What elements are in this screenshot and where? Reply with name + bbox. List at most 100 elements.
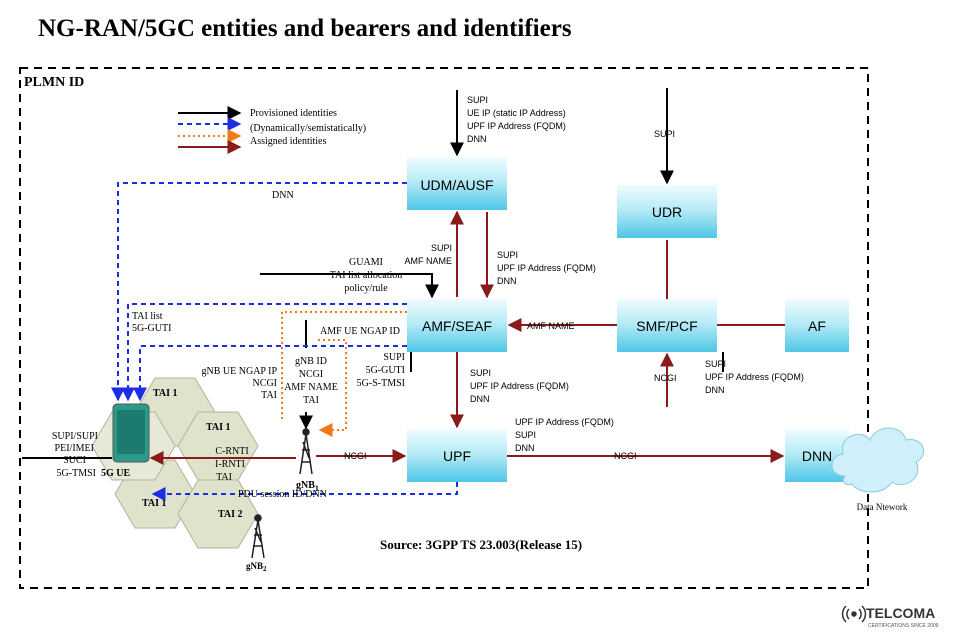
cell-label-tai2: TAI 2 (218, 509, 243, 520)
label-amf-ue-right-1: 5G-GUTI (366, 365, 405, 376)
amf-gnb-ngap-arrow (281, 311, 407, 420)
gnb1-tower-icon (299, 428, 313, 475)
label-ncgi-smf: NCGI (654, 373, 677, 383)
label-amf-udm-up-0: SUPI (431, 243, 452, 253)
ue-id-1: PEI/IMEI (55, 443, 94, 454)
label-gnb-id-3: TAI (303, 395, 319, 406)
label-amf-upf-1: UPF IP Address (FQDM) (470, 381, 569, 391)
label-gnb-id-0: gNB ID (295, 356, 327, 367)
label-udm-in-3: DNN (467, 134, 487, 144)
label-smf-upf: SUPI UPF IP Address (FQDM) DNN (705, 359, 804, 395)
legend-provisioned-label: Provisioned identities (250, 108, 337, 119)
label-smf-upf-0: SUPI (705, 359, 726, 369)
label-upf-dnn-top: UPF IP Address (FQDM) SUPI DNN (515, 417, 614, 453)
label-udr-in: SUPI (654, 129, 675, 139)
label-crnti-0: C-RNTI (215, 446, 248, 457)
label-udm-in-0: SUPI (467, 95, 488, 105)
label-amf-upf-2: DNN (470, 394, 490, 404)
legend-assigned-label: Assigned identities (250, 136, 326, 147)
node-udm-label: UDM/AUSF (420, 177, 493, 193)
label-amf-udm-up: SUPI AMF NAME (404, 243, 452, 266)
label-smf-upf-1: UPF IP Address (FQDM) (705, 372, 804, 382)
plmn-label: PLMN ID (24, 75, 84, 90)
label-udm-amf-down: SUPI UPF IP Address (FQDM) DNN (497, 250, 596, 286)
node-af-label: AF (808, 318, 826, 334)
ue-id-2: SUCI (63, 455, 86, 466)
amf-ue-ngap-arrow (318, 339, 347, 437)
label-udm-in-2: UPF IP Address (FQDM) (467, 121, 566, 131)
label-tai-list: TAI list 5G-GUTI (132, 311, 171, 334)
gnb2-label: gNB2 (246, 561, 267, 573)
label-upf-dnn-top-1: SUPI (515, 430, 536, 440)
label-amf-upf-0: SUPI (470, 368, 491, 378)
label-dnn-top: DNN (272, 190, 294, 201)
label-guami-2: policy/rule (344, 283, 388, 294)
node-af: AF (785, 299, 849, 352)
label-guami-0: GUAMI (349, 257, 383, 268)
label-pdu: PDU session ID/DNN (238, 489, 327, 500)
cell-tai2 (177, 479, 259, 549)
guami-arrow (260, 273, 439, 299)
label-gnb-ue-ngap: gNB UE NGAP IP NCGI TAI (202, 366, 278, 401)
label-crnti: C-RNTI I-RNTI TAI (215, 446, 249, 483)
cell-label-tai1-c: TAI 1 (142, 498, 167, 509)
legend-dynamic-label: (Dynamically/semistatically) (250, 123, 366, 134)
label-upf-dnn-top-2: DNN (515, 443, 535, 453)
label-udm-amf-down-1: UPF IP Address (FQDM) (497, 263, 596, 273)
tai-list-arrow (121, 303, 407, 402)
source-label: Source: 3GPP TS 23.003(Release 15) (380, 537, 582, 552)
label-ncgi-gnb-upf: NCGI (344, 451, 367, 461)
label-gnb-ue-ngap-2: TAI (261, 390, 277, 401)
ue-device (112, 403, 150, 463)
label-amf-upf: SUPI UPF IP Address (FQDM) DNN (470, 368, 569, 404)
gnb2-tower-icon (251, 514, 265, 559)
ue-identities: SUPI/SUPI PEI/IMEI SUCI 5G-TMSI (52, 431, 98, 479)
phone-screen (117, 410, 145, 454)
signal-icon (841, 605, 867, 623)
label-gnb-ue-ngap-1: NCGI (253, 378, 277, 389)
gnb1-label: gNB1 (296, 480, 319, 493)
node-smf: SMF/PCF (617, 299, 717, 352)
label-amf-ue-right-2: 5G-S-TMSI (357, 378, 405, 389)
label-ncgi-upf-dnn: NCGI (614, 451, 637, 461)
node-amf: AMF/SEAF (407, 299, 507, 352)
data-network-label: Data Ntework (857, 502, 908, 512)
dnn-to-ue-arrow (111, 182, 407, 402)
page-title: NG-RAN/5GC entities and bearers and iden… (38, 15, 572, 42)
cell-label-tai1-b: TAI 1 (206, 422, 231, 433)
label-smf-upf-2: DNN (705, 385, 725, 395)
label-guami: GUAMI TAI list allocation policy/rule (330, 257, 403, 294)
label-upf-dnn-top-0: UPF IP Address (FQDM) (515, 417, 614, 427)
ue-id-3: 5G-TMSI (57, 468, 96, 479)
node-udm: UDM/AUSF (407, 157, 507, 210)
label-amf-name: AMF NAME (527, 321, 575, 331)
ue-id-0: SUPI/SUPI (52, 431, 98, 442)
ue-label: 5G UE (101, 468, 131, 479)
label-crnti-2: TAI (216, 472, 232, 483)
data-network-cloud-icon (831, 427, 925, 493)
brand-tagline: CERTIFICATIONS SINCE 2009 (868, 623, 939, 629)
label-amf-udm-up-1: AMF NAME (404, 256, 452, 266)
label-udm-amf-down-2: DNN (497, 276, 517, 286)
label-gnb-id-2: AMF NAME (284, 382, 338, 393)
pdu-session-arrow (151, 482, 458, 501)
label-tai-list-0: TAI list (132, 311, 163, 322)
label-amf-ue-right: SUPI 5G-GUTI 5G-S-TMSI (357, 352, 405, 389)
label-udm-amf-down-0: SUPI (497, 250, 518, 260)
label-guami-1: TAI list allocation (330, 270, 403, 281)
node-udr: UDR (617, 185, 717, 238)
node-udr-label: UDR (652, 204, 682, 220)
label-udm-in-1: UE IP (static IP Address) (467, 108, 566, 118)
node-amf-label: AMF/SEAF (422, 318, 492, 334)
legend: Provisioned identities (Dynamically/semi… (178, 106, 366, 154)
label-gnb-ue-ngap-0: gNB UE NGAP IP (202, 366, 278, 377)
label-tai-list-1: 5G-GUTI (132, 323, 171, 334)
label-crnti-1: I-RNTI (215, 459, 245, 470)
brand-name: TELCOMA (866, 605, 935, 621)
node-upf-label: UPF (443, 448, 471, 464)
plmn-boundary (19, 67, 869, 589)
label-udm-in: SUPI UE IP (static IP Address) UPF IP Ad… (467, 95, 566, 144)
label-gnb-id-1: NCGI (299, 369, 323, 380)
node-upf: UPF (407, 429, 507, 482)
